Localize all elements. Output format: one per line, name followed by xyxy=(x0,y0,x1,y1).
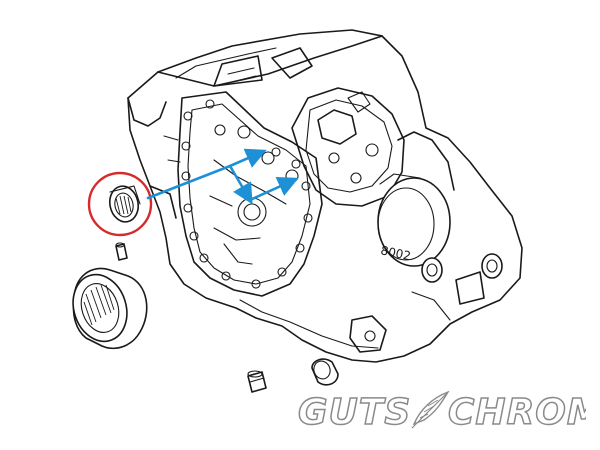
arrow-to-right-hole xyxy=(248,176,299,202)
highlight-circle xyxy=(87,171,153,237)
arrow-to-upper-hole xyxy=(228,148,267,168)
needle-bearing xyxy=(109,185,141,223)
bushing xyxy=(311,358,339,386)
feather-icon xyxy=(411,390,450,429)
watermark-brand-left: GUTS xyxy=(298,392,411,433)
main-roller-bearing xyxy=(72,267,148,350)
dowel-pin xyxy=(115,242,128,261)
watermark-brand-right: CHROME xyxy=(448,392,586,433)
drain-plug xyxy=(247,370,267,393)
brand-watermark: GUTS CHROME xyxy=(297,390,586,434)
arrow-trunk xyxy=(146,164,232,200)
part-number-label: 8002 xyxy=(379,243,412,263)
arrow-to-lower-hole xyxy=(228,164,253,205)
crankcase-half: 8002 xyxy=(127,29,523,363)
callout-arrows xyxy=(146,148,299,205)
